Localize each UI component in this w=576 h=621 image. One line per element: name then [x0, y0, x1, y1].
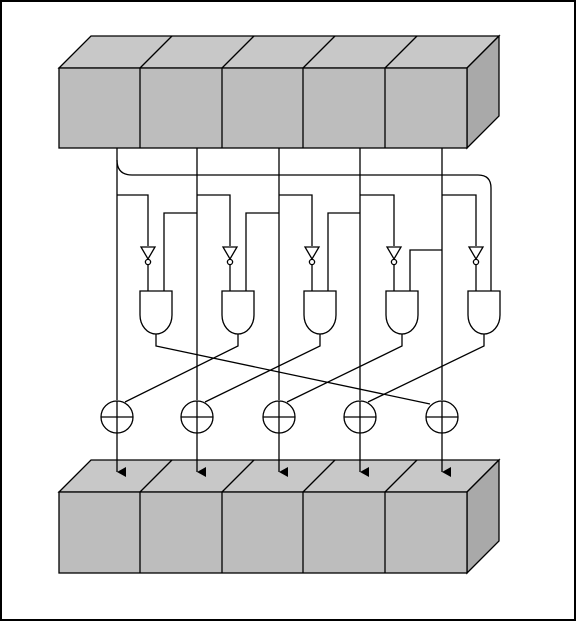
xor-gate-1 — [100, 400, 134, 434]
and-gate-2 — [221, 290, 255, 335]
tap-not-3 — [279, 194, 313, 246]
xor-gate-4 — [343, 400, 377, 434]
not-gate-1 — [139, 246, 157, 266]
tap-and-4 — [409, 249, 442, 298]
input-register-top-face — [57, 35, 501, 69]
xor-gates — [100, 400, 459, 434]
and-4-to-xor-3 — [286, 334, 403, 403]
and-gate-4 — [385, 290, 419, 335]
input-register-dividers — [139, 35, 418, 148]
xor-gate-5 — [425, 400, 459, 434]
and-2-to-xor-1 — [124, 334, 239, 403]
input-register-front — [58, 67, 468, 149]
output-register — [57, 458, 501, 575]
tap-and-3 — [327, 212, 360, 298]
tap-and-2 — [245, 212, 279, 298]
tap-not-2 — [197, 194, 231, 246]
tap-and-1 — [163, 212, 197, 298]
and-gate-3 — [303, 290, 337, 335]
output-register-front — [58, 491, 468, 574]
output-register-dividers — [139, 459, 418, 573]
xor-gate-2 — [180, 400, 214, 434]
and-gate-1 — [139, 290, 173, 335]
xor-gate-3 — [262, 400, 296, 434]
not-gates — [139, 246, 485, 266]
and-gate-5 — [467, 290, 501, 335]
input-register — [57, 34, 501, 150]
and-3-to-xor-2 — [204, 334, 321, 403]
tap-not-1 — [117, 194, 149, 246]
not-gate-5 — [467, 246, 485, 266]
and-5-to-xor-4 — [367, 334, 485, 403]
and-1-to-xor-5 — [155, 334, 431, 405]
tap-not-5 — [442, 194, 477, 246]
not-gate-4 — [385, 246, 403, 266]
and-gates — [139, 290, 501, 335]
wiring — [116, 148, 492, 477]
tap-not-4 — [360, 194, 395, 246]
not-gate-2 — [221, 246, 239, 266]
not-gate-3 — [303, 246, 321, 266]
wrap-bus — [116, 159, 492, 298]
